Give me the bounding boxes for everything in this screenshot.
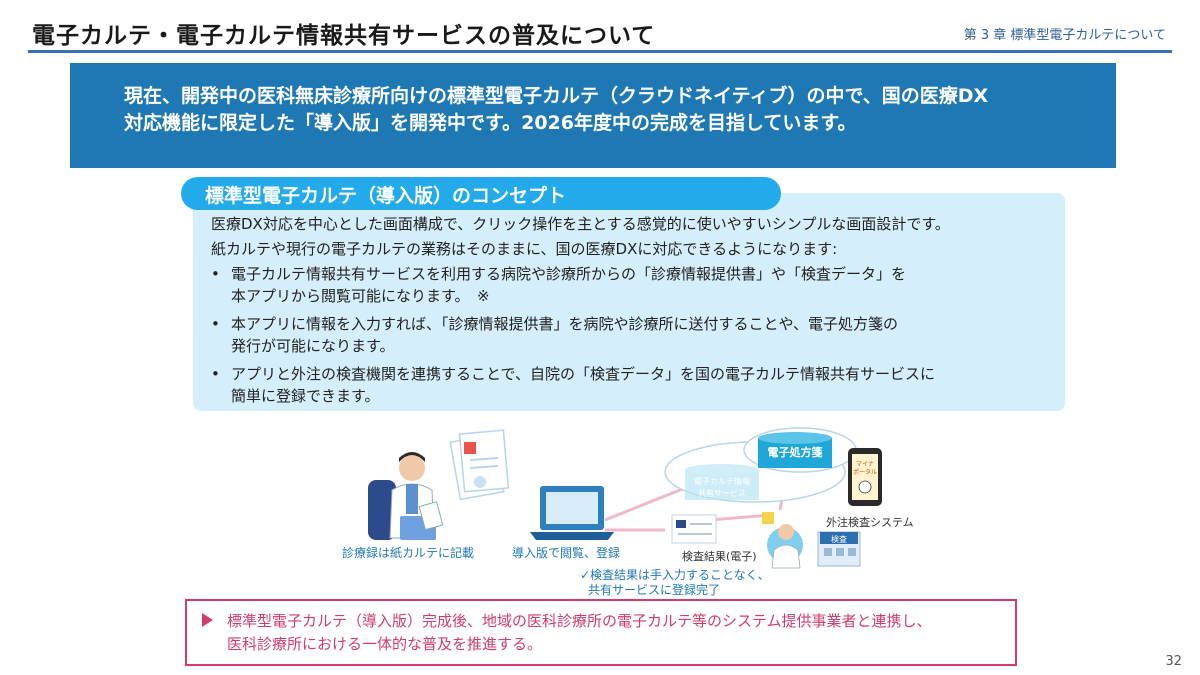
concept-heading: 標準型電子カルテ（導入版）のコンセプト <box>181 177 781 210</box>
title-divider <box>28 50 1172 53</box>
doctor-icon <box>368 452 444 540</box>
lab-staff-icon <box>762 512 803 569</box>
result-document-icon <box>671 514 717 544</box>
banner-line-2: 対応機能に限定した「導入版」を開発中です。2026年度中の完成を目指しています。 <box>124 112 857 134</box>
note-line-1: 標準型電子カルテ（導入版）完成後、地域の医科診療所の電子カルテ等のシステム提供事… <box>227 612 932 630</box>
doctor-caption: 診療録は紙カルテに記載 <box>342 546 475 560</box>
cloud-share-label-2: 共有サービス <box>698 488 746 498</box>
concept-bullet: 本アプリに情報を入力すれば、「診療情報提供書」を病院や診療所に送付することや、電… <box>211 313 1043 357</box>
check-caption-2: 共有サービスに登録完了 <box>588 583 721 597</box>
promotion-note: 標準型電子カルテ（導入版）完成後、地域の医科診療所の電子カルテ等のシステム提供事… <box>185 599 1017 666</box>
phone-text-1: マイナ <box>856 461 874 468</box>
lab-building-icon: 検査 <box>817 531 861 567</box>
summary-banner: 現在、開発中の医科無床診療所向けの標準型電子カルテ（クラウドネイティブ）の中で、… <box>70 63 1116 168</box>
result-caption: 検査結果(電子) <box>682 550 757 563</box>
cloud-rx-label: 電子処方箋 <box>768 445 823 459</box>
arrow-right-icon <box>202 613 213 627</box>
lab-sign: 検査 <box>831 534 847 544</box>
medical-record-icon <box>449 429 510 501</box>
chapter-label: 第 3 章 標準型電子カルテについて <box>963 28 1166 43</box>
laptop-caption: 導入版で閲覧、登録 <box>512 546 621 560</box>
concept-box: 医療DX対応を中心とした画面構成で、クリック操作を主とする感覚的に使いやすいシン… <box>193 193 1065 411</box>
concept-bullet: アプリと外注の検査機関を連携することで、自院の「検査データ」を国の電子カルテ情報… <box>211 363 1043 407</box>
page-title: 電子カルテ・電子カルテ情報共有サービスの普及について <box>32 23 656 49</box>
workflow-diagram: 電子処方箋 電子カルテ情報 共有サービス マイナ ポータル <box>368 427 882 569</box>
lab-system-caption: 外注検査システム <box>826 516 914 529</box>
concept-bullet: 電子カルテ情報共有サービスを利用する病院や診療所からの「診療情報提供書」や「検査… <box>211 263 1043 307</box>
workflow-illustration: 電子処方箋 電子カルテ情報 共有サービス マイナ ポータル <box>330 420 930 600</box>
cloud-share-label-1: 電子カルテ情報 <box>694 476 750 486</box>
page-number: 32 <box>1165 654 1182 669</box>
link-line <box>709 513 771 522</box>
note-line-2: 医科診療所における一体的な普及を推進する。 <box>227 635 543 653</box>
smartphone-icon: マイナ ポータル <box>848 448 882 506</box>
concept-intro-2: 紙カルテや現行の電子カルテの業務はそのままに、国の医療DXに対応できるようになり… <box>211 240 838 258</box>
phone-text-2: ポータル <box>853 468 877 476</box>
concept-intro-1: 医療DX対応を中心とした画面構成で、クリック操作を主とする感覚的に使いやすいシン… <box>211 215 950 233</box>
concept-bullet-list: 電子カルテ情報共有サービスを利用する病院や診療所からの「診療情報提供書」や「検査… <box>211 263 1043 407</box>
banner-line-1: 現在、開発中の医科無床診療所向けの標準型電子カルテ（クラウドネイティブ）の中で、… <box>124 85 989 107</box>
laptop-icon <box>530 486 614 540</box>
database-icon: 電子処方箋 電子カルテ情報 共有サービス <box>685 432 832 500</box>
check-caption-1: ✓検査結果は手入力することなく、 <box>580 568 770 582</box>
